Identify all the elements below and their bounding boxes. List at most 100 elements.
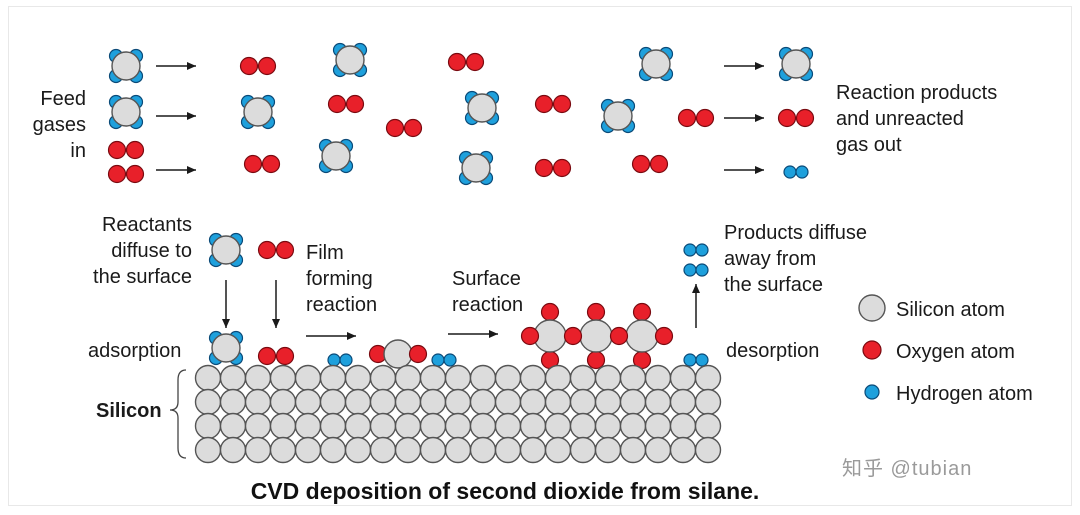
silicon-atom bbox=[858, 294, 886, 322]
silicon-atom bbox=[219, 364, 247, 392]
oxygen-atom bbox=[695, 108, 715, 128]
silicon-atom bbox=[319, 412, 347, 440]
silicon-atom bbox=[461, 153, 491, 183]
silicon-atom bbox=[419, 412, 447, 440]
silicon-atom bbox=[344, 388, 372, 416]
silicon-atom bbox=[544, 412, 572, 440]
silicon-atom bbox=[321, 141, 351, 171]
silicon-atom bbox=[244, 436, 272, 464]
silicon-atom bbox=[394, 412, 422, 440]
silicon-atom bbox=[269, 412, 297, 440]
hydrogen-atom bbox=[339, 353, 353, 367]
oxygen-atom bbox=[777, 108, 797, 128]
silicon-atom bbox=[469, 412, 497, 440]
oxygen-atom bbox=[403, 118, 423, 138]
silicon-atom bbox=[619, 364, 647, 392]
oxygen-atom bbox=[795, 108, 815, 128]
oxygen-atom bbox=[257, 346, 277, 366]
silicon-atom bbox=[494, 364, 522, 392]
arrow-head bbox=[272, 319, 280, 328]
oxygen-atom bbox=[520, 326, 540, 346]
hydrogen-atom bbox=[443, 353, 457, 367]
silicon-atom bbox=[669, 436, 697, 464]
arrow-head bbox=[692, 284, 700, 293]
oxygen-atom bbox=[327, 94, 347, 114]
silicon-atom bbox=[444, 412, 472, 440]
reactants-diffuse-label: Reactants diffuse to the surface bbox=[93, 214, 192, 288]
silicon-atom bbox=[344, 364, 372, 392]
arrow-head bbox=[187, 166, 196, 174]
silicon-atom bbox=[619, 388, 647, 416]
hydrogen-atom bbox=[783, 165, 797, 179]
feed-gases-label: Feed gases in bbox=[32, 88, 86, 162]
silicon-atom bbox=[444, 364, 472, 392]
silicon-atom bbox=[194, 412, 222, 440]
desorption-label: desorption bbox=[726, 340, 820, 362]
figure-caption: CVD deposition of second dioxide from si… bbox=[250, 478, 760, 504]
oxygen-atom bbox=[275, 346, 295, 366]
arrow-head bbox=[187, 62, 196, 70]
silicon-atom bbox=[781, 49, 811, 79]
oxygen-atom bbox=[534, 94, 554, 114]
oxygen-atom bbox=[125, 140, 145, 160]
hydrogen-atom bbox=[683, 263, 697, 277]
silicon-atom bbox=[111, 97, 141, 127]
silicon-atom bbox=[669, 364, 697, 392]
silicon-atom bbox=[469, 388, 497, 416]
legend-hydrogen-label: Hydrogen atom bbox=[896, 383, 1033, 405]
silicon-atom bbox=[544, 436, 572, 464]
oxygen-atom bbox=[540, 302, 560, 322]
silicon-brace-label: Silicon bbox=[96, 400, 162, 422]
silicon-atom bbox=[194, 364, 222, 392]
silicon-atom bbox=[644, 436, 672, 464]
oxygen-atom bbox=[586, 350, 606, 370]
silicon-brace bbox=[169, 369, 187, 459]
silicon-atom bbox=[344, 436, 372, 464]
oxygen-atom bbox=[275, 240, 295, 260]
silicon-atom bbox=[369, 436, 397, 464]
silicon-atom bbox=[244, 388, 272, 416]
oxygen-atom bbox=[552, 158, 572, 178]
silicon-atom bbox=[394, 364, 422, 392]
oxygen-atom bbox=[257, 240, 277, 260]
hydrogen-atom bbox=[864, 384, 880, 400]
silicon-atom bbox=[625, 319, 659, 353]
silicon-atom bbox=[569, 388, 597, 416]
silicon-atom bbox=[383, 339, 413, 369]
surface-reaction-label: Surface reaction bbox=[452, 268, 524, 316]
silicon-atom bbox=[644, 388, 672, 416]
silicon-atom bbox=[194, 388, 222, 416]
oxygen-atom bbox=[862, 340, 882, 360]
silicon-atom bbox=[694, 388, 722, 416]
silicon-atom bbox=[444, 436, 472, 464]
silicon-atom bbox=[444, 388, 472, 416]
film-forming-label: Film forming reaction bbox=[306, 242, 378, 316]
image-frame bbox=[8, 6, 1072, 506]
arrow-head bbox=[755, 166, 764, 174]
silicon-atom bbox=[394, 436, 422, 464]
silicon-atom bbox=[594, 364, 622, 392]
silicon-atom bbox=[419, 388, 447, 416]
silicon-atom bbox=[211, 235, 241, 265]
silicon-atom bbox=[294, 412, 322, 440]
silicon-atom bbox=[644, 412, 672, 440]
silicon-atom bbox=[669, 412, 697, 440]
hydrogen-atom bbox=[795, 165, 809, 179]
oxygen-atom bbox=[107, 164, 127, 184]
arrow-head bbox=[187, 112, 196, 120]
oxygen-atom bbox=[345, 94, 365, 114]
oxygen-atom bbox=[631, 154, 651, 174]
hydrogen-atom bbox=[327, 353, 341, 367]
oxygen-atom bbox=[563, 326, 583, 346]
silicon-atom bbox=[644, 364, 672, 392]
adsorption-label: adsorption bbox=[88, 340, 182, 362]
silicon-atom bbox=[269, 388, 297, 416]
hydrogen-atom bbox=[695, 353, 709, 367]
silicon-atom bbox=[219, 412, 247, 440]
hydrogen-atom bbox=[695, 263, 709, 277]
silicon-atom bbox=[544, 364, 572, 392]
arrow-head bbox=[489, 330, 498, 338]
silicon-atom bbox=[369, 412, 397, 440]
oxygen-atom bbox=[586, 302, 606, 322]
